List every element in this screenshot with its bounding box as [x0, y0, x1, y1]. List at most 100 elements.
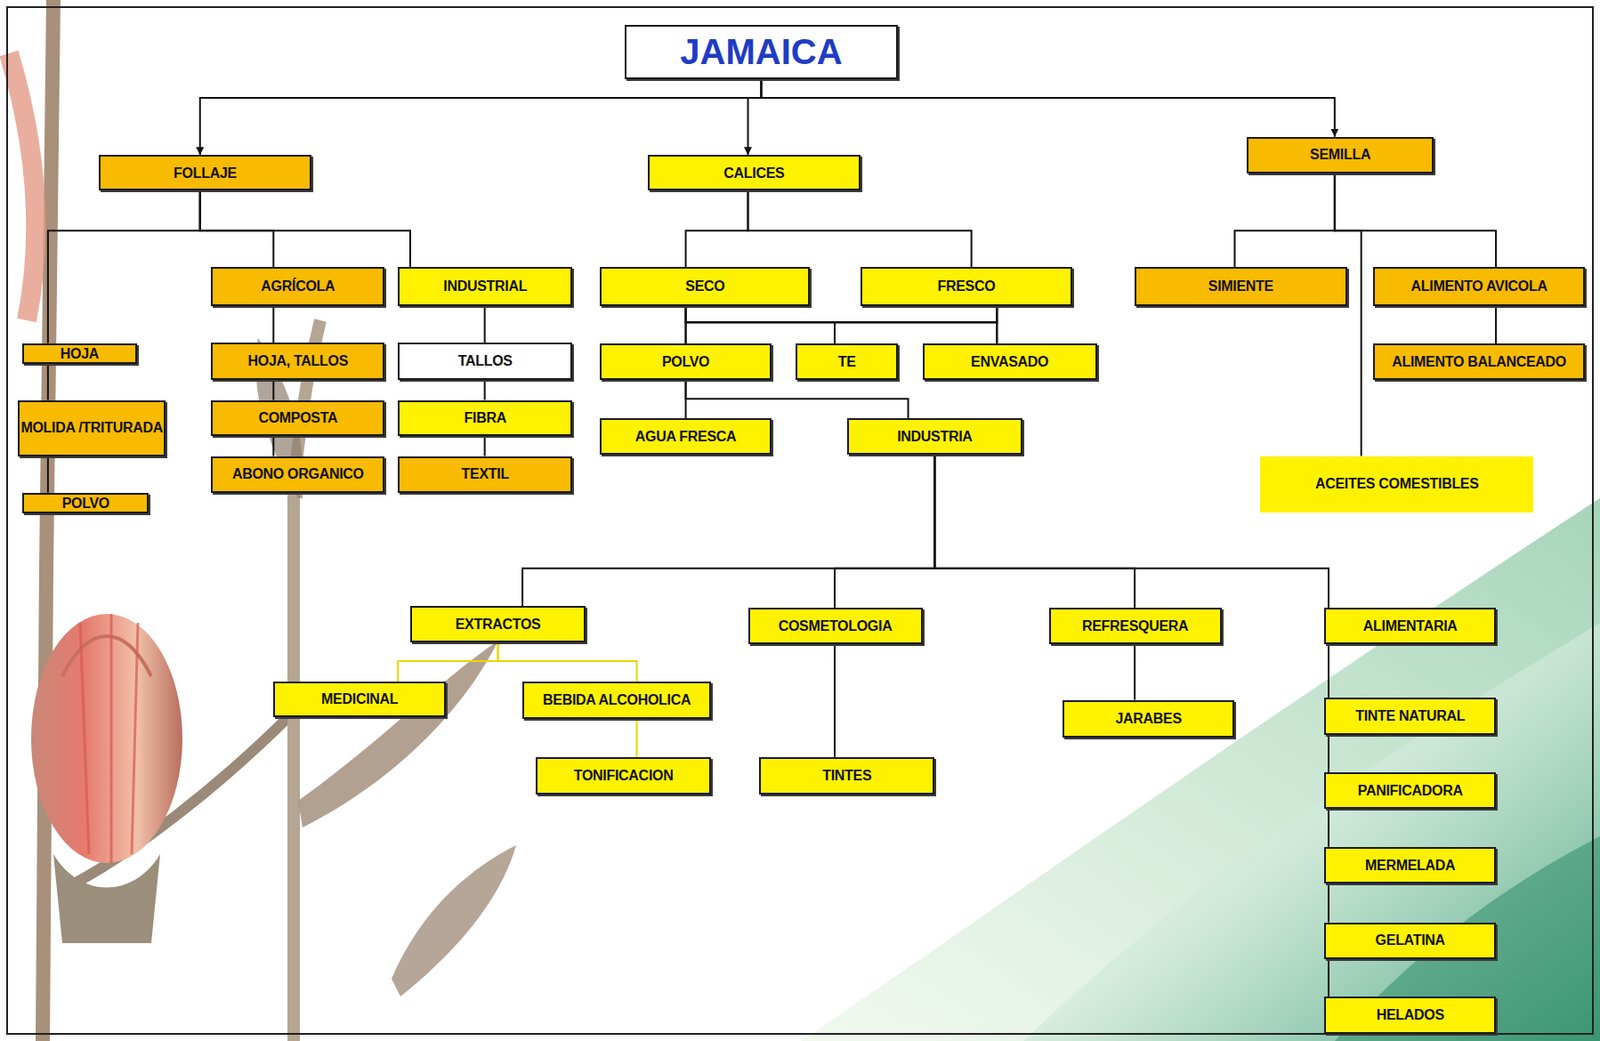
- box-label: COMPOSTA: [258, 410, 338, 427]
- connector-line: [934, 454, 1135, 608]
- connector-line: [200, 79, 762, 155]
- category-box: HELADOS: [1324, 996, 1496, 1034]
- category-box: TALLOS: [397, 342, 573, 380]
- box-label: GELATINA: [1375, 932, 1446, 949]
- box-label: TINTES: [822, 767, 872, 784]
- box-label: SECO: [685, 278, 725, 295]
- category-box: SECO: [599, 266, 810, 307]
- connector-line: [760, 79, 1334, 137]
- category-box: ALIMENTO BALANCEADO: [1373, 343, 1584, 380]
- category-box: FRESCO: [860, 266, 1074, 307]
- connector-line: [748, 190, 972, 267]
- box-label: ACEITES COMESTIBLES: [1315, 476, 1479, 493]
- category-box: JARABES: [1062, 700, 1236, 738]
- category-box: TINTES: [759, 757, 935, 795]
- box-label: SIMIENTE: [1208, 278, 1274, 295]
- connector-line: [484, 436, 486, 457]
- category-box: POLVO: [599, 343, 772, 380]
- category-box: AGRÍCOLA: [210, 266, 385, 307]
- box-label: EXTRACTOS: [455, 616, 542, 633]
- connector-line: [834, 454, 935, 608]
- category-box: FOLLAJE: [98, 154, 312, 191]
- box-label: HOJA, TALLOS: [248, 353, 349, 370]
- category-box: ENVASADO: [922, 343, 1098, 380]
- box-label: JAMAICA: [679, 32, 842, 72]
- category-box: FIBRA: [397, 400, 573, 437]
- box-label: ALIMENTO BALANCEADO: [1391, 354, 1567, 371]
- connector-line: [686, 306, 835, 344]
- category-box: HOJA: [22, 343, 137, 365]
- connector-line: [522, 454, 935, 607]
- category-box: TINTE NATURAL: [1324, 697, 1496, 735]
- bud-vein: [80, 614, 138, 864]
- box-label: FRESCO: [937, 278, 995, 295]
- connector-line: [48, 190, 201, 343]
- category-box: CALICES: [647, 154, 861, 191]
- connector-line: [636, 719, 639, 757]
- connector-line: [1327, 644, 1330, 699]
- category-box: PANIFICADORA: [1324, 772, 1496, 809]
- category-box: SEMILLA: [1246, 137, 1434, 174]
- connector-line: [47, 456, 49, 493]
- category-box: REFRESQUERA: [1049, 607, 1222, 644]
- box-label: MOLIDA /TRITURADA: [20, 420, 163, 437]
- connector-line: [1327, 735, 1330, 773]
- green-swoosh: [1023, 622, 1600, 1041]
- box-label: TONIFICACION: [573, 767, 674, 784]
- box-label: FOLLAJE: [173, 165, 237, 182]
- box-label: AGUA FRESCA: [635, 428, 736, 445]
- category-box: ABONO ORGANICO: [210, 456, 385, 493]
- box-label: JARABES: [1115, 711, 1181, 728]
- connector-line: [686, 306, 998, 344]
- category-box: TEXTIL: [397, 456, 573, 493]
- box-label: INDUSTRIA: [896, 428, 972, 445]
- box-label: ALIMENTARIA: [1363, 618, 1458, 635]
- connector-line: [833, 644, 836, 758]
- flower-bud: [31, 614, 183, 864]
- connector-line: [834, 306, 997, 344]
- connector-line: [272, 306, 275, 343]
- connector-line: [1334, 173, 1362, 457]
- box-label: ALIMENTO AVICOLA: [1411, 278, 1548, 295]
- box-label: ENVASADO: [970, 354, 1049, 371]
- box-label: HELADOS: [1376, 1007, 1445, 1024]
- category-box: MERMELADA: [1324, 847, 1496, 884]
- box-label: MEDICINAL: [321, 691, 398, 708]
- plant-leaf: [391, 845, 517, 997]
- category-box: COMPOSTA: [210, 400, 385, 437]
- category-box: SIMIENTE: [1134, 266, 1348, 307]
- category-box: GELATINA: [1324, 922, 1496, 960]
- category-box: AGUA FRESCA: [599, 418, 772, 455]
- frame-border: [7, 7, 1593, 1035]
- category-box: HOJA, TALLOS: [210, 342, 385, 380]
- connector-line: [200, 190, 411, 267]
- title-box: JAMAICA: [624, 24, 898, 81]
- connector-line: [1494, 306, 1497, 344]
- connector-line: [484, 379, 486, 401]
- connector-line: [1327, 883, 1330, 923]
- box-label: CALICES: [723, 165, 784, 182]
- plant-stem: [42, 0, 54, 1041]
- connector-line: [1334, 173, 1496, 268]
- box-label: ABONO ORGANICO: [232, 466, 364, 483]
- box-label: AGRÍCOLA: [260, 278, 335, 295]
- connector-line: [484, 306, 486, 343]
- connector-line: [995, 306, 998, 344]
- category-box: TONIFICACION: [535, 757, 712, 795]
- box-label: TEXTIL: [461, 466, 510, 483]
- box-label: MERMELADA: [1365, 857, 1455, 874]
- connector-line: [1327, 959, 1330, 997]
- box-label: TALLOS: [458, 353, 513, 370]
- category-box: BEBIDA ALCOHOLICA: [522, 681, 712, 720]
- connector-line: [686, 379, 909, 420]
- connector-line: [498, 642, 638, 682]
- connector-line: [272, 436, 275, 457]
- box-label: REFRESQUERA: [1082, 618, 1188, 635]
- connector-line: [397, 642, 498, 682]
- category-box: ACEITES COMESTIBLES: [1260, 456, 1534, 513]
- connector-line: [1327, 808, 1330, 847]
- connector-line: [686, 306, 998, 344]
- connector-line: [1234, 173, 1334, 268]
- category-box: MEDICINAL: [273, 681, 446, 718]
